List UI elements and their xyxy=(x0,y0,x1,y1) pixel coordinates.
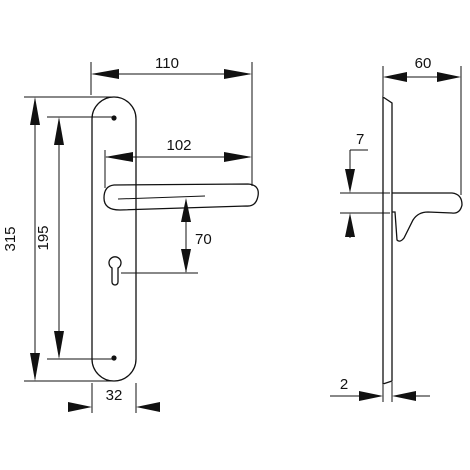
side-backplate xyxy=(382,95,393,385)
backplate-outline xyxy=(91,96,137,382)
dimension-label-7: 7 xyxy=(356,131,364,148)
lever-highlight-line xyxy=(117,195,206,200)
dimension-label-2: 2 xyxy=(340,376,348,393)
dimension-32: 32 xyxy=(68,383,160,413)
dimension-label-195: 195 xyxy=(35,225,52,250)
dimension-label-70: 70 xyxy=(195,231,212,248)
dimension-110: 110 xyxy=(90,55,253,186)
dimension-60: 60 xyxy=(382,55,462,195)
lever-handle xyxy=(103,183,259,211)
side-lever xyxy=(392,192,463,242)
dimension-label-315: 315 xyxy=(2,226,19,251)
dimension-label-110: 110 xyxy=(155,55,179,72)
dimension-7: 7 xyxy=(340,131,390,238)
dimension-label-32: 32 xyxy=(106,387,123,404)
dimension-label-102: 102 xyxy=(166,137,191,154)
dimension-315: 315 xyxy=(2,96,114,382)
dimension-195: 195 xyxy=(35,116,112,360)
side-view xyxy=(382,95,463,385)
dimension-70: 70 xyxy=(121,198,212,274)
keyhole xyxy=(108,256,122,286)
dimension-label-60: 60 xyxy=(415,55,432,72)
bottom-screw-hole xyxy=(111,355,117,361)
top-screw-hole xyxy=(111,115,117,121)
dimension-102: 102 xyxy=(104,137,252,188)
dimension-2: 2 xyxy=(330,376,430,402)
